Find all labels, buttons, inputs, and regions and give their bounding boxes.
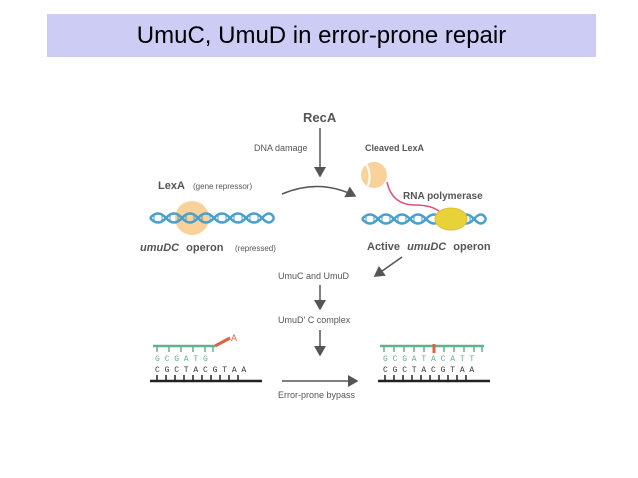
cleaved-lexa-blob [361,162,387,188]
umudc-italic-left: umuDC [140,242,180,254]
operon-word-right: operon [453,241,491,253]
repressed-label: (repressed) [235,244,276,253]
gene-repressor-label: (gene repressor) [193,182,252,191]
umudc-repressed-label: umuDC operon [140,242,224,254]
lexa-label: LexA [158,180,185,192]
left-top-sequence: G C G A T G [155,355,208,364]
error-prone-bypass-label: Error-prone bypass [278,390,356,400]
activation-curve-arrow [281,185,357,198]
slide-title-bar: UmuC, UmuD in error-prone repair [47,14,596,57]
lexa-name: LexA [158,180,185,192]
reca-label: RecA [303,110,337,125]
lexa-repressor-blob [175,201,209,235]
right-dna-strands: G C G A T A C A T T C G C T A C G T A A [378,344,490,383]
left-dna-strands: G C G A T G C G C T A C G T A A [150,336,262,383]
mrna-strand [386,181,441,213]
mutant-base-label: A [231,333,237,343]
umuc-umud-label: UmuC and UmuD [278,271,350,281]
umud-c-complex-label: UmuD' C complex [278,315,351,325]
dna-damage-label: DNA damage [254,143,308,153]
umudc-italic-right: umuDC [407,241,447,253]
rna-polymerase-blob [434,207,468,231]
right-top-sequence: G C G A T A C A T T [383,355,474,364]
repressed-dna-helix [149,201,276,235]
active-umudc-label: Active umuDC operon [367,241,491,253]
right-bottom-sequence: C G C T A C G T A A [383,366,474,375]
rna-polymerase-label: RNA polymerase [403,191,483,202]
cleaved-lexa-label: Cleaved LexA [365,143,425,153]
expression-arrow [373,256,403,277]
active-dna-helix [361,207,488,231]
left-bottom-sequence: C G C T A C G T A A [155,366,246,375]
operon-word-left: operon [186,242,224,254]
active-word: Active [367,241,400,253]
slide-title: UmuC, UmuD in error-prone repair [136,21,507,49]
